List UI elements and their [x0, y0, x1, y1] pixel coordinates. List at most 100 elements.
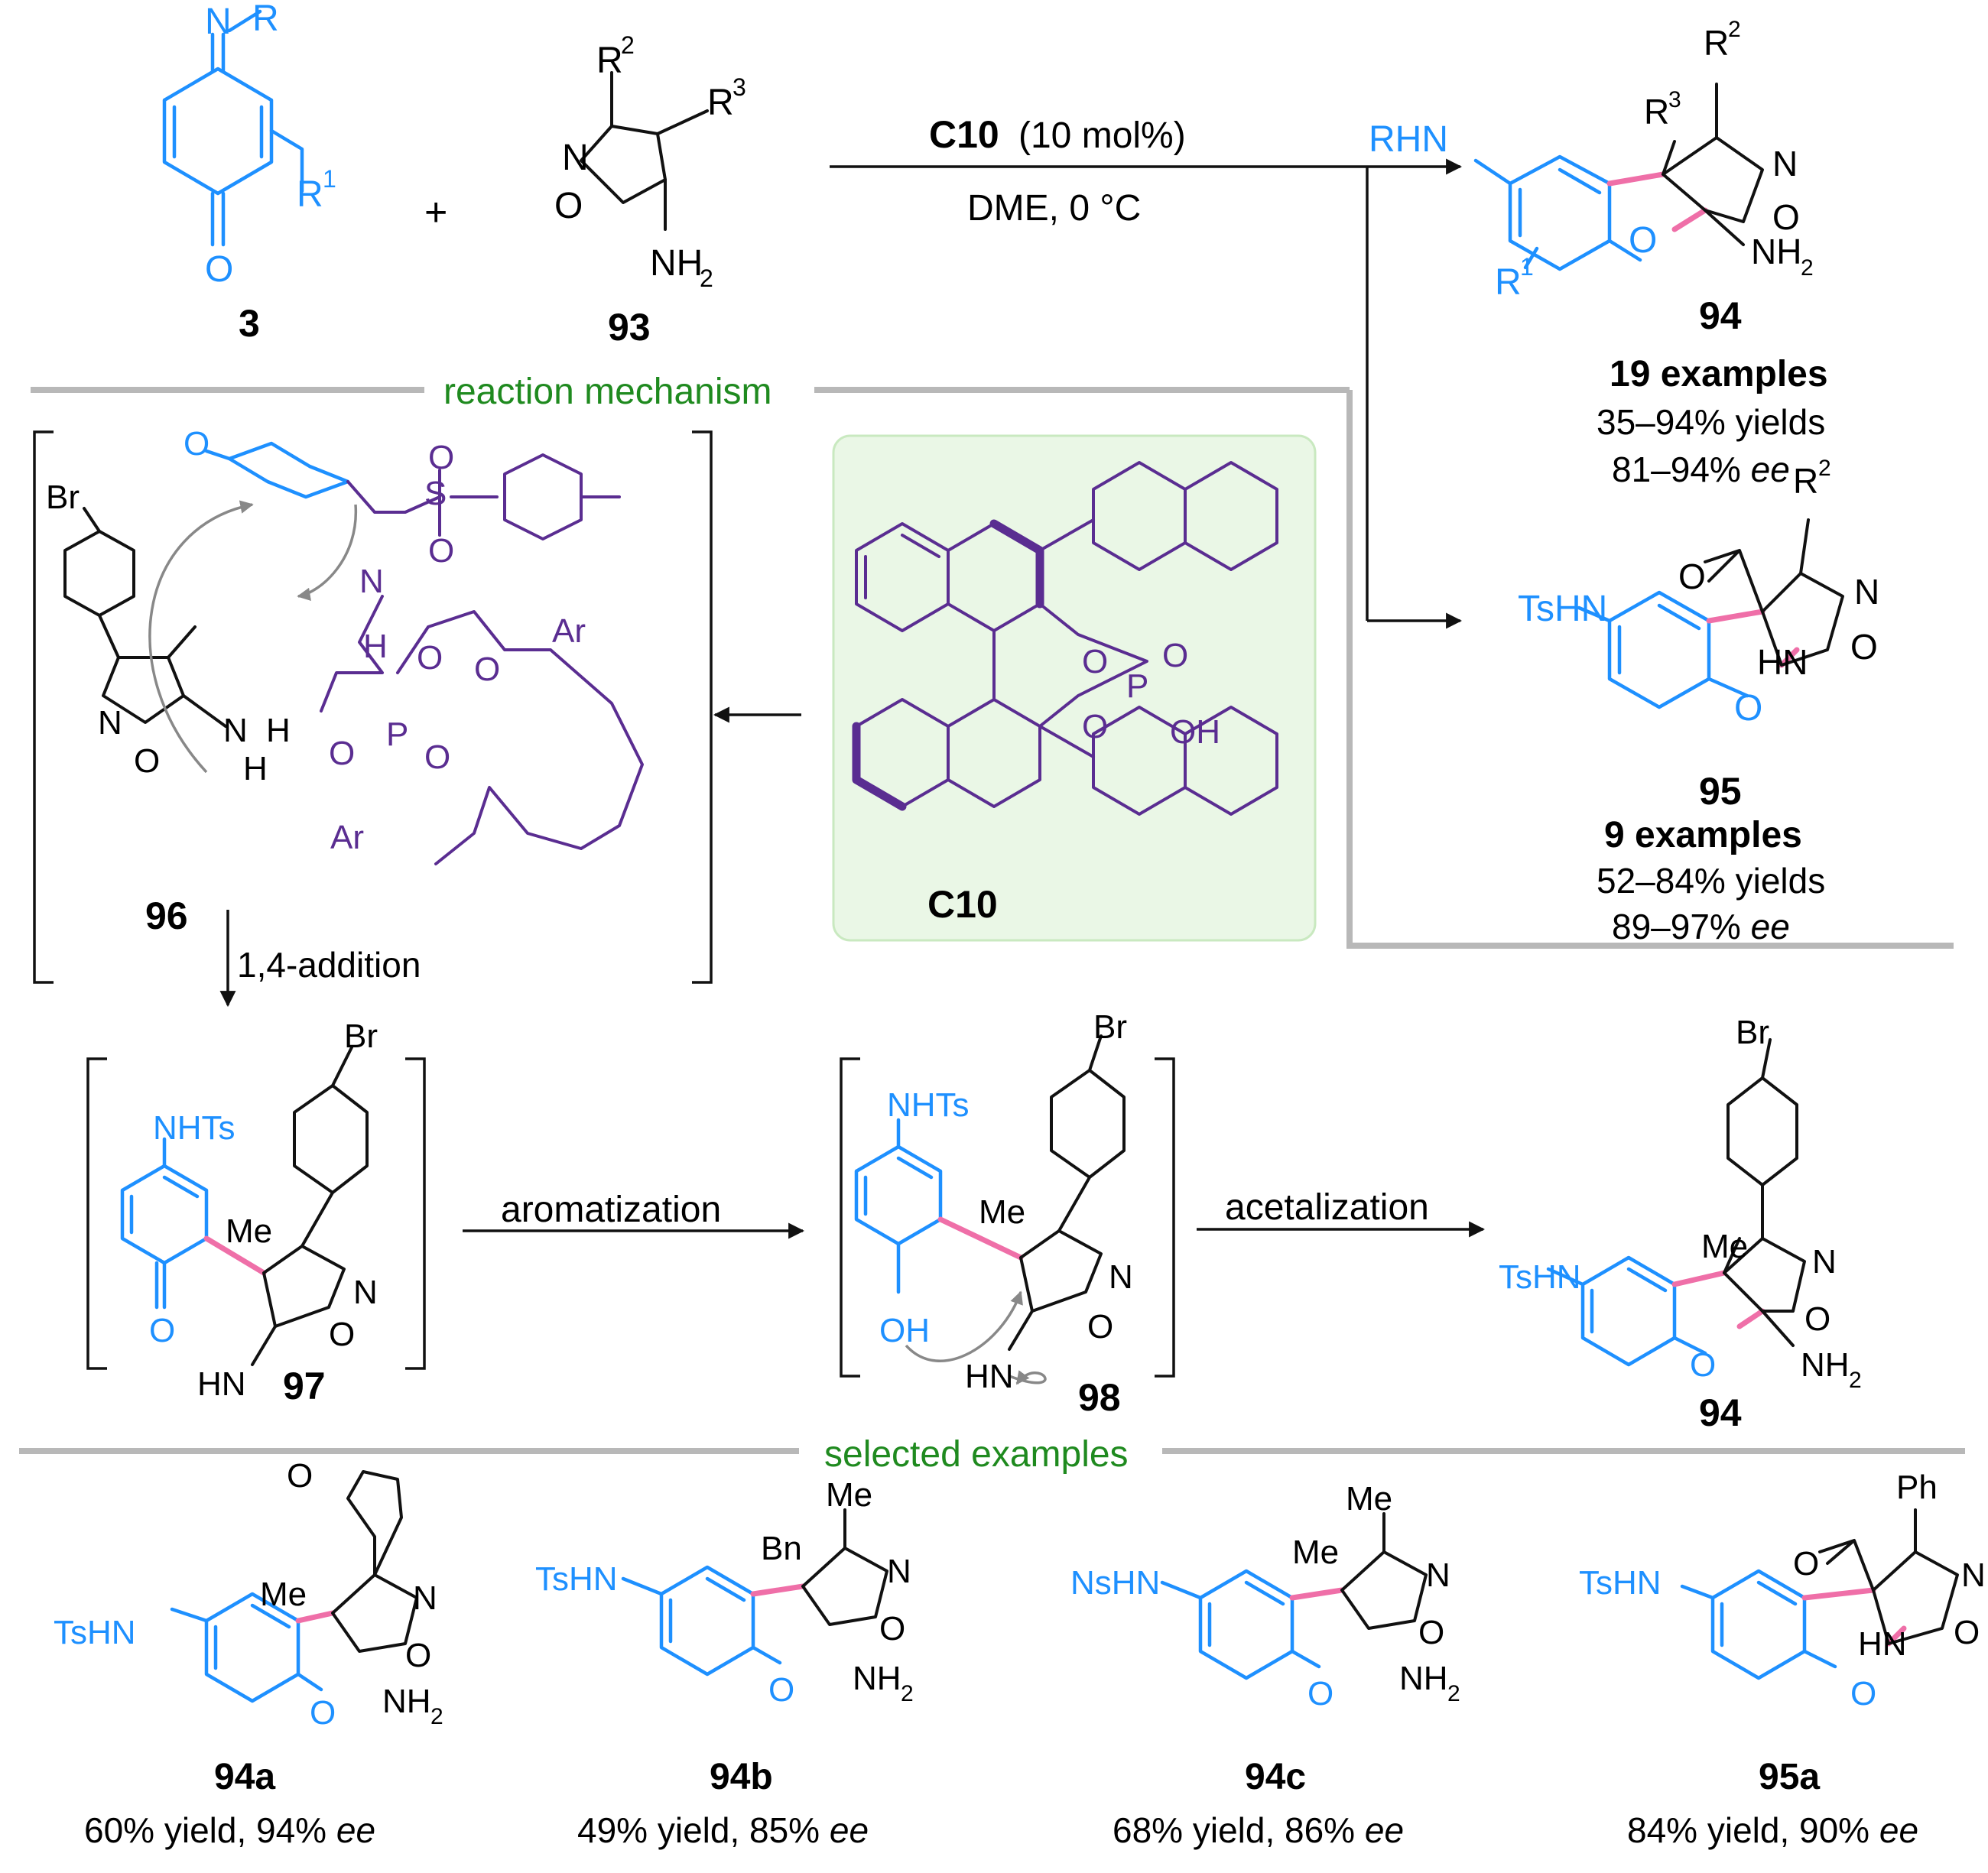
intermediate-96: Br N O N H H O N H S O O O P O O O Ar Ar… [33, 425, 713, 984]
svg-text:3: 3 [1668, 87, 1681, 112]
final-product-94: TsHN O Me N O NH 2 Br 94 [1499, 1014, 1862, 1434]
svg-text:81–94% ee: 81–94% ee [1612, 450, 1790, 489]
svg-text:Me: Me [1701, 1228, 1748, 1265]
svg-text:O: O [405, 1637, 431, 1674]
svg-text:HN: HN [197, 1365, 246, 1403]
svg-text:94: 94 [1699, 1391, 1742, 1434]
mechanism-heading: reaction mechanism [443, 372, 772, 412]
svg-text:S: S [424, 475, 447, 512]
svg-text:Ar: Ar [330, 819, 364, 856]
svg-text:O: O [1772, 197, 1800, 237]
svg-text:2: 2 [1849, 1368, 1862, 1393]
product-94: RHN O R 1 R 3 R 2 N O NH 2 94 19 example… [1369, 17, 1828, 489]
svg-text:HN: HN [965, 1358, 1014, 1395]
reactant-3: N R R 1 O 3 [162, 0, 336, 345]
svg-text:O: O [1954, 1614, 1980, 1651]
svg-text:O: O [134, 742, 160, 780]
svg-text:N: N [353, 1274, 378, 1311]
catalyst-c10: O O P O OH C10 [832, 434, 1317, 942]
svg-text:Ph: Ph [1896, 1469, 1938, 1506]
svg-text:OH: OH [1170, 713, 1220, 751]
example-94a: TsHN O Me N O O NH 2 94a 60% yield, 94% … [54, 1457, 443, 1850]
examples-heading: selected examples [824, 1434, 1129, 1475]
svg-text:O: O [184, 425, 210, 463]
svg-text:94a: 94a [214, 1757, 275, 1797]
svg-text:N: N [1812, 1243, 1837, 1281]
svg-text:O: O [1850, 1675, 1876, 1712]
svg-text:O: O [1082, 643, 1108, 680]
svg-text:R: R [1495, 262, 1522, 303]
svg-text:49% yield, 85% ee: 49% yield, 85% ee [577, 1810, 869, 1850]
svg-text:1: 1 [323, 165, 336, 193]
svg-text:N: N [223, 712, 248, 749]
svg-text:Br: Br [344, 1018, 378, 1055]
svg-text:R: R [297, 174, 323, 215]
svg-text:N: N [1854, 572, 1879, 612]
svg-text:Me: Me [979, 1193, 1025, 1231]
svg-text:Ar: Ar [552, 612, 586, 650]
svg-text:N: N [562, 138, 589, 178]
svg-text:TsHN: TsHN [1579, 1564, 1662, 1602]
svg-text:O: O [879, 1610, 905, 1647]
svg-text:O: O [428, 439, 454, 476]
svg-text:H: H [266, 712, 291, 749]
svg-text:C10: C10 [929, 113, 999, 156]
svg-text:O: O [1162, 637, 1188, 674]
svg-text:O: O [1307, 1675, 1333, 1712]
svg-text:Bn: Bn [761, 1530, 802, 1567]
svg-text:N: N [98, 704, 122, 742]
svg-text:O: O [329, 1316, 355, 1353]
svg-text:O: O [1793, 1545, 1819, 1582]
svg-text:HN: HN [1858, 1625, 1907, 1663]
label-3: 3 [239, 302, 260, 345]
svg-text:O: O [424, 738, 450, 776]
svg-text:O: O [1678, 557, 1706, 596]
svg-text:96: 96 [145, 894, 188, 937]
svg-text:O: O [205, 249, 233, 290]
svg-text:2: 2 [430, 1704, 443, 1729]
svg-text:Me: Me [826, 1476, 872, 1514]
svg-text:94: 94 [1699, 294, 1742, 337]
svg-text:Me: Me [226, 1212, 272, 1250]
label-93: 93 [608, 306, 651, 349]
svg-text:2: 2 [1801, 255, 1814, 281]
svg-text:97: 97 [283, 1365, 326, 1407]
svg-text:TsHN: TsHN [54, 1614, 136, 1651]
svg-text:94b: 94b [710, 1757, 773, 1797]
svg-text:O: O [149, 1312, 175, 1349]
svg-text:R: R [1793, 461, 1818, 501]
svg-text:Me: Me [1346, 1480, 1392, 1518]
svg-text:N: N [205, 2, 232, 42]
svg-text:68% yield, 86% ee: 68% yield, 86% ee [1113, 1810, 1404, 1850]
svg-text:O: O [1850, 627, 1878, 667]
svg-text:O: O [329, 735, 355, 772]
svg-text:9 examples: 9 examples [1604, 815, 1802, 855]
svg-text:H: H [243, 750, 268, 787]
svg-text:P: P [1126, 667, 1148, 705]
svg-text:2: 2 [1447, 1681, 1460, 1706]
svg-text:(10 mol%): (10 mol%) [1018, 115, 1186, 156]
svg-text:R: R [707, 83, 734, 123]
product-95: TsHN O O HN R 2 N O 95 9 examples 52–84%… [1518, 456, 1879, 946]
svg-text:RHN: RHN [1369, 119, 1448, 160]
svg-text:1: 1 [1520, 253, 1534, 281]
svg-text:NH: NH [382, 1683, 431, 1720]
svg-text:19 examples: 19 examples [1610, 354, 1828, 394]
example-94c: NsHN O Me Me N O NH 2 94c 68% yield, 86%… [1070, 1480, 1460, 1850]
svg-text:O: O [428, 532, 454, 570]
svg-text:HN: HN [1757, 642, 1808, 682]
svg-text:N: N [413, 1579, 437, 1617]
svg-text:Me: Me [260, 1576, 307, 1613]
svg-text:84% yield, 90% ee: 84% yield, 90% ee [1627, 1810, 1918, 1850]
svg-text:R: R [596, 41, 623, 81]
svg-text:60% yield, 94% ee: 60% yield, 94% ee [84, 1810, 375, 1850]
svg-text:R: R [1644, 92, 1669, 131]
svg-text:2: 2 [621, 31, 635, 59]
svg-text:N: N [359, 563, 384, 600]
svg-text:TsHN: TsHN [535, 1560, 618, 1598]
svg-text:94c: 94c [1245, 1757, 1306, 1797]
svg-text:R: R [252, 0, 279, 39]
svg-text:89–97% ee: 89–97% ee [1612, 907, 1790, 946]
svg-text:R: R [1704, 23, 1729, 63]
